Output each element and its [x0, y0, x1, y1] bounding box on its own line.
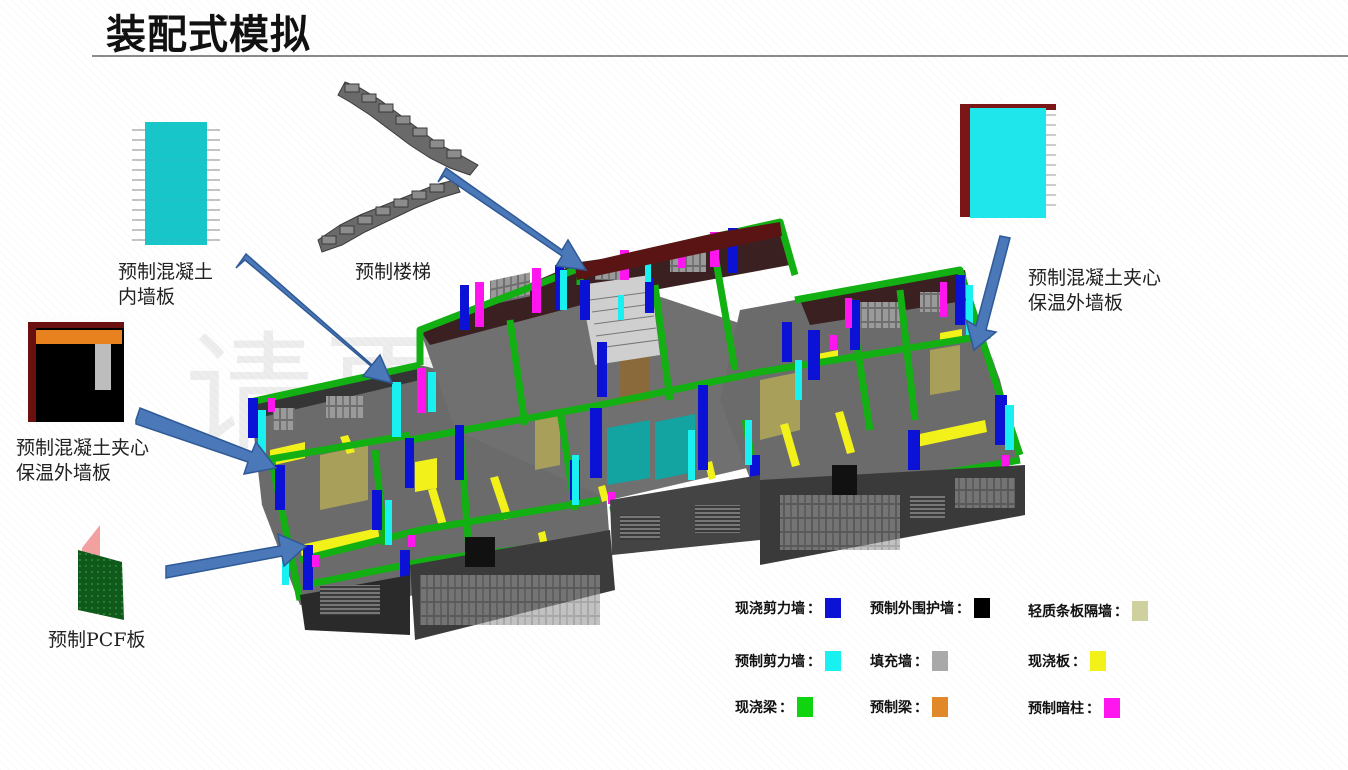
window-rear-6	[326, 396, 364, 418]
legend-swatch	[932, 697, 948, 717]
legend-label: 现浇剪力墙	[735, 601, 805, 617]
legend-colon: ：	[1072, 654, 1086, 670]
floor-slab-right	[720, 270, 1020, 505]
building-model	[248, 218, 1025, 640]
window-rear-7	[273, 408, 295, 430]
label-inner-wall-line2: 内墙板	[118, 286, 176, 308]
legend-swatch	[932, 651, 948, 671]
legend-item: 现浇剪力墙：	[735, 598, 841, 618]
legend-label: 现浇板	[1028, 654, 1070, 670]
facade-window-8	[465, 537, 495, 567]
legend-colon: ：	[914, 700, 928, 716]
facade-window-6	[910, 495, 945, 520]
legend-swatch	[797, 697, 813, 717]
facade-window-3	[620, 515, 660, 540]
partition-1	[320, 445, 368, 510]
pcf-panel-thumbnail	[78, 525, 124, 620]
facade-window-2	[420, 575, 600, 625]
legend-label: 轻质条板隔墙	[1028, 604, 1112, 620]
facade-window-7	[955, 478, 1015, 508]
partition-5	[620, 355, 650, 405]
label-inner-wall: 预制混凝土 内墙板	[118, 260, 213, 310]
label-pcf: 预制PCF板	[48, 629, 146, 651]
label-sandwich-right: 预制混凝土夹心 保温外墙板	[1028, 266, 1161, 316]
label-stairs: 预制楼梯	[355, 261, 432, 283]
legend-swatch	[1090, 651, 1106, 671]
label-sandwich-left-line2: 保温外墙板	[16, 462, 112, 484]
legend-swatch	[1104, 698, 1120, 718]
legend-colon: ：	[807, 654, 821, 670]
title-divider	[92, 55, 1348, 57]
partition-4	[930, 345, 960, 395]
legend-item: 预制梁：	[870, 697, 948, 717]
facade-window-1	[320, 585, 380, 615]
label-sandwich-right-line2: 保温外墙板	[1028, 292, 1124, 314]
label-inner-wall-line1: 预制混凝土	[118, 261, 214, 283]
legend-colon: ：	[956, 601, 970, 617]
precast-wall-center-2	[655, 414, 695, 480]
window-rear-4	[860, 302, 900, 328]
legend-label: 现浇梁	[735, 700, 777, 716]
facade-window-9	[832, 465, 857, 495]
legend-swatch	[825, 651, 841, 671]
legend-colon: ：	[807, 601, 821, 617]
label-sandwich-left: 预制混凝土夹心 保温外墙板	[16, 436, 149, 486]
precast-wall-center-1	[607, 420, 650, 485]
inner-wall-panel-thumbnail	[132, 122, 220, 245]
legend-swatch	[825, 598, 841, 618]
legend-label: 预制剪力墙	[735, 654, 805, 670]
legend-item: 轻质条板隔墙：	[1028, 601, 1148, 621]
precast-shear-walls	[258, 250, 1014, 585]
legend-label: 预制梁	[870, 700, 912, 716]
partition-3	[760, 372, 800, 440]
legend-label: 预制外围护墙	[870, 601, 954, 617]
legend-item: 现浇梁：	[735, 697, 813, 717]
legend-colon: ：	[1086, 701, 1100, 717]
arrow-right-icon	[135, 166, 1011, 579]
legend-swatch	[1132, 601, 1148, 621]
legend-label: 填充墙	[870, 654, 912, 670]
legend-item: 预制外围护墙：	[870, 598, 990, 618]
page-title: 装配式模拟	[106, 12, 311, 58]
legend-item: 填充墙：	[870, 651, 948, 671]
legend-swatch	[974, 598, 990, 618]
precast-stairs-thumbnail	[317, 81, 479, 253]
partition-2	[535, 415, 560, 470]
legend-colon: ：	[1114, 604, 1128, 620]
legend-colon: ：	[779, 700, 793, 716]
facade-window-4	[695, 505, 740, 533]
sandwich-panel-right-thumbnail	[958, 100, 1058, 218]
rear-brick-wall	[575, 222, 782, 280]
label-sandwich-right-line1: 预制混凝土夹心	[1028, 267, 1162, 289]
label-sandwich-left-line1: 预制混凝土夹心	[16, 437, 150, 459]
sandwich-panel-left-thumbnail	[24, 316, 128, 424]
legend-label: 预制暗柱	[1028, 701, 1084, 717]
legend-item: 现浇板：	[1028, 651, 1106, 671]
legend-colon: ：	[914, 654, 928, 670]
window-rear-5	[920, 292, 946, 312]
legend-item: 预制剪力墙：	[735, 651, 841, 671]
rear-wall-right	[800, 270, 970, 325]
facade-window-5	[780, 495, 900, 550]
legend-item: 预制暗柱：	[1028, 698, 1120, 718]
